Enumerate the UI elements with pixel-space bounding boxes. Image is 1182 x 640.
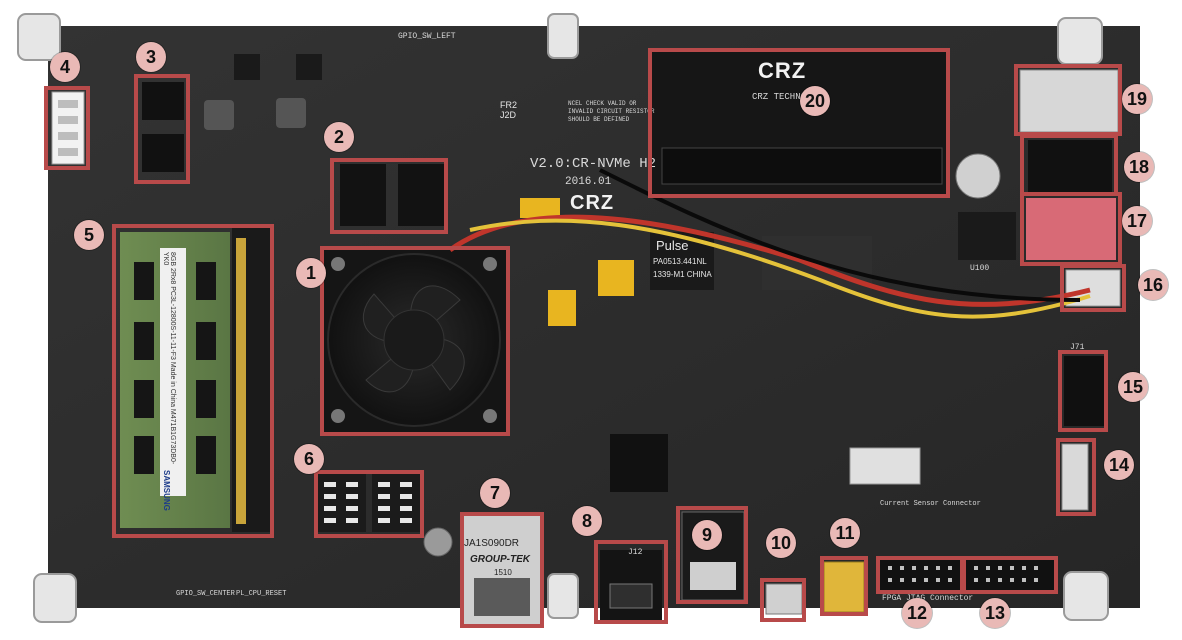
- callout-badge-15: 15: [1118, 372, 1148, 402]
- callout-badge-20: 20: [800, 86, 830, 116]
- highlight-dip-switches: [314, 470, 424, 538]
- callout-badge-7: 7: [480, 478, 510, 508]
- ram-label-text: 8GB 2Rx8 PC3L-12800S-11-11-F3 Made in Ch…: [162, 252, 176, 465]
- callout-badge-17: 17: [1122, 206, 1152, 236]
- highlight-ethernet: [460, 512, 544, 628]
- pulse-chip-brand: Pulse: [656, 238, 689, 253]
- callout-badge-10: 10: [766, 528, 796, 558]
- callout-badge-1: 1: [296, 258, 326, 288]
- highlight-sd-slot: [676, 506, 748, 604]
- highlight-hdmi: [594, 540, 668, 624]
- silk-gpio-sw-center: GPIO_SW_CENTER: [176, 590, 235, 598]
- board-date-text: 2016.01: [565, 176, 612, 188]
- callout-badge-19: 19: [1122, 84, 1152, 114]
- pulse-chip-part: PA0513.441NL: [653, 257, 707, 266]
- power-wires-yellow: [469, 218, 1091, 319]
- highlight-pmod-header: [1058, 350, 1108, 432]
- callout-badge-4: 4: [50, 52, 80, 82]
- callout-badge-5: 5: [74, 220, 104, 250]
- brand-logo-board: CRZ: [570, 192, 615, 214]
- highlight-fan: [320, 246, 510, 436]
- highlight-ddr-chips: [330, 158, 448, 234]
- highlight-gpio-header: [962, 556, 1058, 594]
- callout-badge-11: 11: [830, 518, 860, 548]
- silk-j71: J71: [1070, 343, 1085, 352]
- highlight-ics: [134, 74, 190, 184]
- brand-logo-slot: CRZ: [758, 58, 807, 83]
- highlight-dip-switch: [44, 86, 90, 170]
- highlight-dc-jack: [1020, 134, 1118, 196]
- callout-badge-18: 18: [1124, 152, 1154, 182]
- callout-badge-8: 8: [572, 506, 602, 536]
- silk-current-sensor: Current Sensor Connector: [880, 500, 981, 508]
- highlight-micro-usb: [760, 578, 806, 622]
- highlight-mini-usb: [820, 556, 868, 616]
- highlight-buttons: [1056, 438, 1096, 516]
- ethernet-brand-text: GROUP-TEK: [470, 554, 530, 565]
- callout-badge-12: 12: [902, 598, 932, 628]
- inductor-marking: FR2 J2D: [500, 100, 518, 120]
- board-version-text: V2.0:CR-NVMe H2: [530, 156, 657, 172]
- callout-badge-3: 3: [136, 42, 166, 72]
- highlight-fan-connector: [1060, 264, 1126, 312]
- highlight-slide-switch: [1014, 64, 1122, 136]
- callout-badge-16: 16: [1138, 270, 1168, 300]
- highlight-jtag-header: [876, 556, 964, 594]
- callout-badge-6: 6: [294, 444, 324, 474]
- ethernet-part-text: JA1S090DR: [464, 538, 520, 549]
- callout-badge-14: 14: [1104, 450, 1134, 480]
- slot-brand-text: CRZ TECHNOLOGY: [752, 92, 828, 102]
- silk-fpga-jtag: FPGA JTAG Connector: [882, 594, 974, 603]
- highlight-ram: [112, 224, 274, 538]
- callout-badge-2: 2: [324, 122, 354, 152]
- silk-gpio-sw-left: GPIO_SW_LEFT: [398, 32, 456, 41]
- standoff-posts: [17, 13, 1109, 623]
- highlight-power-switch: [1020, 192, 1122, 266]
- nvme-note-text: NCEL CHECK VALID OR INVALID CIRCUIT RESI…: [568, 100, 655, 123]
- highlight-nvme-slot: [648, 48, 950, 198]
- callout-badge-9: 9: [692, 520, 722, 550]
- callout-badge-13: 13: [980, 598, 1010, 628]
- silk-j12: J12: [628, 548, 643, 557]
- pulse-chip-line2: 1339-M1 CHINA: [653, 270, 712, 279]
- ram-chips: [134, 262, 216, 474]
- silk-u100: U100: [970, 264, 990, 273]
- silk-pl-cpu-reset: PL_CPU_RESET: [236, 590, 287, 598]
- ethernet-code-text: 1510: [494, 568, 512, 577]
- ram-brand-text: SAMSUNG: [162, 470, 171, 511]
